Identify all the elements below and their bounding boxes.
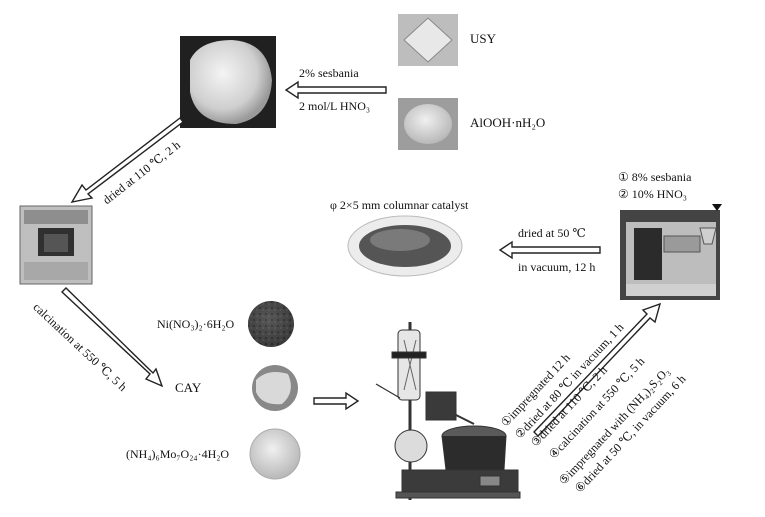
sesbania-label: 2% sesbania <box>299 66 359 80</box>
alooh-powder-photo <box>398 98 458 150</box>
drying-arrow <box>70 117 184 203</box>
alooh-label: AlOOH·nH₂O <box>470 115 546 130</box>
catalyst-dish-photo <box>347 215 463 277</box>
vacuum-drying-arrow <box>498 240 601 260</box>
ni-salt-label: Ni(NO₃)₂·6H₂O <box>157 317 235 331</box>
cay-label: CAY <box>175 380 202 395</box>
extruder-photo <box>620 204 722 300</box>
usy-label: USY <box>470 31 497 46</box>
mo-salt-photo <box>249 428 301 480</box>
hno3-label: 2 mol/L HNO₃ <box>299 99 371 113</box>
cay-photo <box>252 365 298 411</box>
mixing-arrow <box>284 80 387 100</box>
impregnation-arrow <box>533 302 662 438</box>
ni-salt-photo <box>248 301 294 347</box>
rotary-evaporator-photo <box>375 322 521 500</box>
calcination-arrow <box>60 287 164 388</box>
usy-powder-photo <box>398 14 458 66</box>
muffle-furnace-photo <box>19 205 93 285</box>
catalyst-label: φ 2×5 mm columnar catalyst <box>330 198 469 212</box>
mo-salt-label: (NH₄)₆Mo₇O₂₄·4H₂O <box>126 447 230 461</box>
vacuum-drying-label-2: in vacuum, 12 h <box>518 260 596 274</box>
to-evaporator-arrow <box>313 391 360 411</box>
extruder-additive-1: ① 8% sesbania <box>618 170 692 184</box>
extruder-additive-2: ② 10% HNO₃ <box>618 187 687 201</box>
vacuum-drying-label-1: dried at 50 ℃ <box>518 226 586 240</box>
extrudate-photo <box>180 36 276 128</box>
